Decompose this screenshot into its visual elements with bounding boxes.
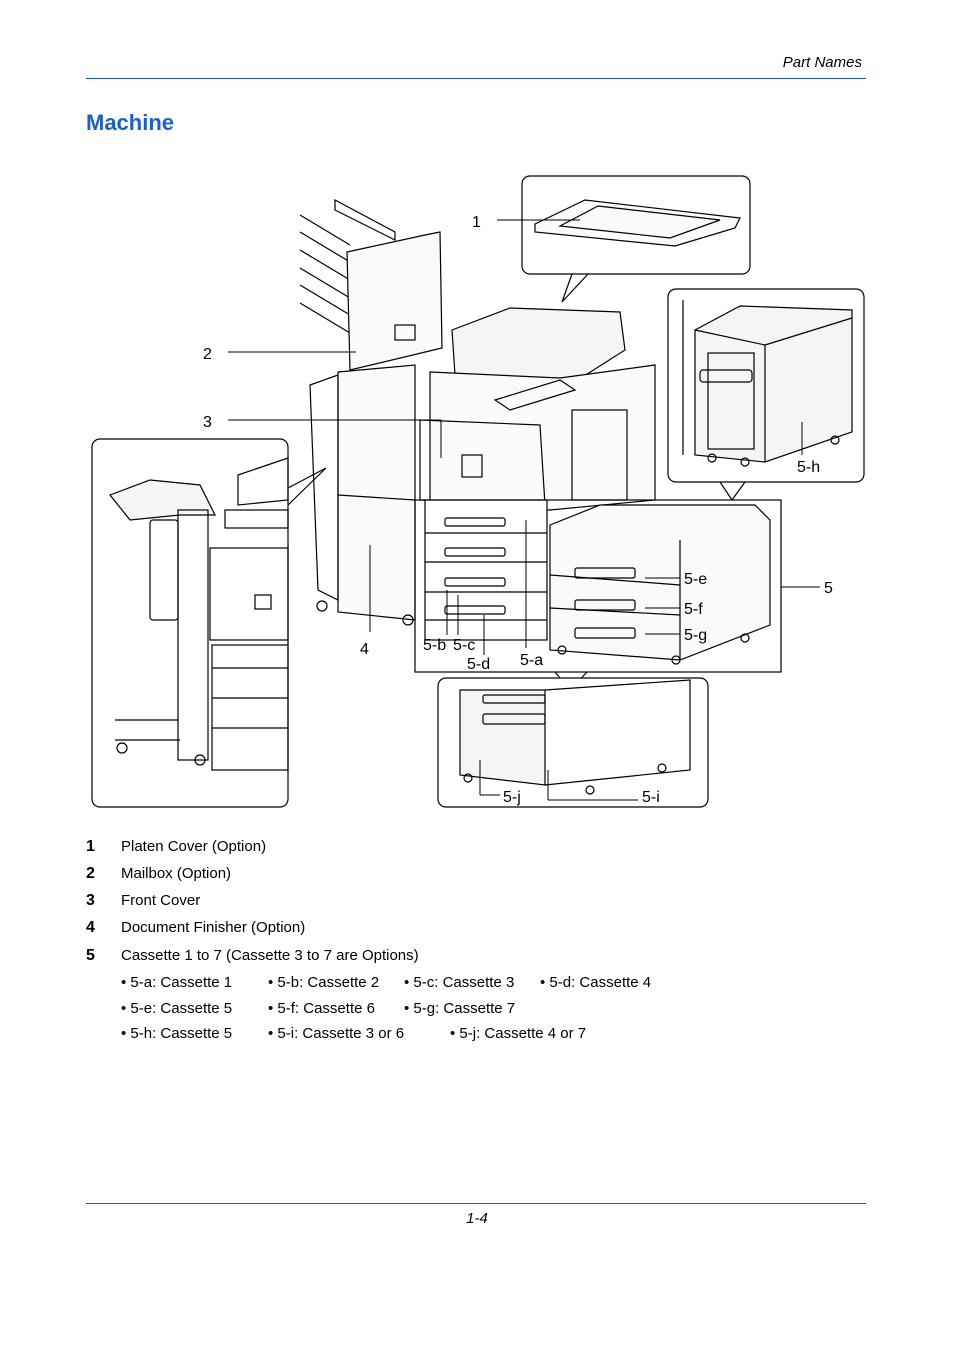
- callout-5i: 5-i: [642, 789, 660, 806]
- sublist-item: • 5-g: Cassette 7: [404, 1000, 516, 1017]
- sublist-item: • 5-h: Cassette 5: [121, 1025, 233, 1042]
- platen-cover-inset: [521, 175, 751, 303]
- sublist-item: • 5-b: Cassette 2: [268, 974, 380, 991]
- page-title: Machine: [86, 110, 175, 135]
- legend-text: Document Finisher (Option): [121, 919, 306, 936]
- page-number: 1-4: [466, 1210, 488, 1227]
- callout-2: 2: [203, 346, 212, 363]
- sublist-item: • 5-j: Cassette 4 or 7: [450, 1025, 587, 1042]
- callout-5j: 5-j: [503, 789, 521, 806]
- callout-5a: 5-a: [520, 652, 543, 669]
- mailbox-finisher: [299, 199, 443, 626]
- legend-number: 5: [86, 947, 95, 964]
- callout-5f: 5-f: [684, 601, 703, 618]
- sublist-item: • 5-i: Cassette 3 or 6: [268, 1025, 405, 1042]
- callout-5e: 5-e: [684, 571, 707, 588]
- callout-5b: 5-b: [423, 637, 446, 654]
- legend-number: 3: [86, 892, 95, 909]
- legend-text: Platen Cover (Option): [121, 838, 267, 855]
- legend-text: Front Cover: [121, 892, 201, 909]
- callout-5g: 5-g: [684, 627, 707, 644]
- header-rule: [86, 78, 866, 79]
- sublist-item: • 5-d: Cassette 4: [540, 974, 652, 991]
- callout-1: 1: [472, 214, 481, 231]
- legend-number: 4: [86, 919, 95, 936]
- cassette-5i-5j-inset: [437, 677, 709, 808]
- header-section-title: Part Names: [782, 54, 862, 71]
- callout-5d: 5-d: [467, 656, 490, 673]
- legend-text: Mailbox (Option): [121, 865, 232, 882]
- cassette-5h-inset: [667, 288, 865, 502]
- legend-number: 2: [86, 865, 95, 882]
- sublist-item: • 5-e: Cassette 5: [121, 1000, 233, 1017]
- callout-3: 3: [203, 414, 212, 431]
- footer-rule: [86, 1203, 866, 1204]
- callout-4: 4: [360, 641, 369, 658]
- copier-body: [419, 307, 656, 641]
- sublist-item: • 5-f: Cassette 6: [268, 1000, 375, 1017]
- callout-5c: 5-c: [453, 637, 475, 654]
- finisher-detail-inset: [91, 438, 327, 808]
- legend-number: 1: [86, 838, 95, 855]
- sublist-item: • 5-a: Cassette 1: [121, 974, 233, 991]
- callout-5: 5: [824, 580, 833, 597]
- side-cassettes: [414, 499, 782, 691]
- callout-5h: 5-h: [797, 459, 820, 476]
- legend-text: Cassette 1 to 7 (Cassette 3 to 7 are Opt…: [121, 947, 419, 964]
- leader-lines: [228, 219, 820, 801]
- sublist-item: • 5-c: Cassette 3: [404, 974, 515, 991]
- machine-illustration: 1 2 3 4 5 5-a 5-b 5-c 5-d 5-e 5-f 5-g 5-…: [91, 175, 865, 808]
